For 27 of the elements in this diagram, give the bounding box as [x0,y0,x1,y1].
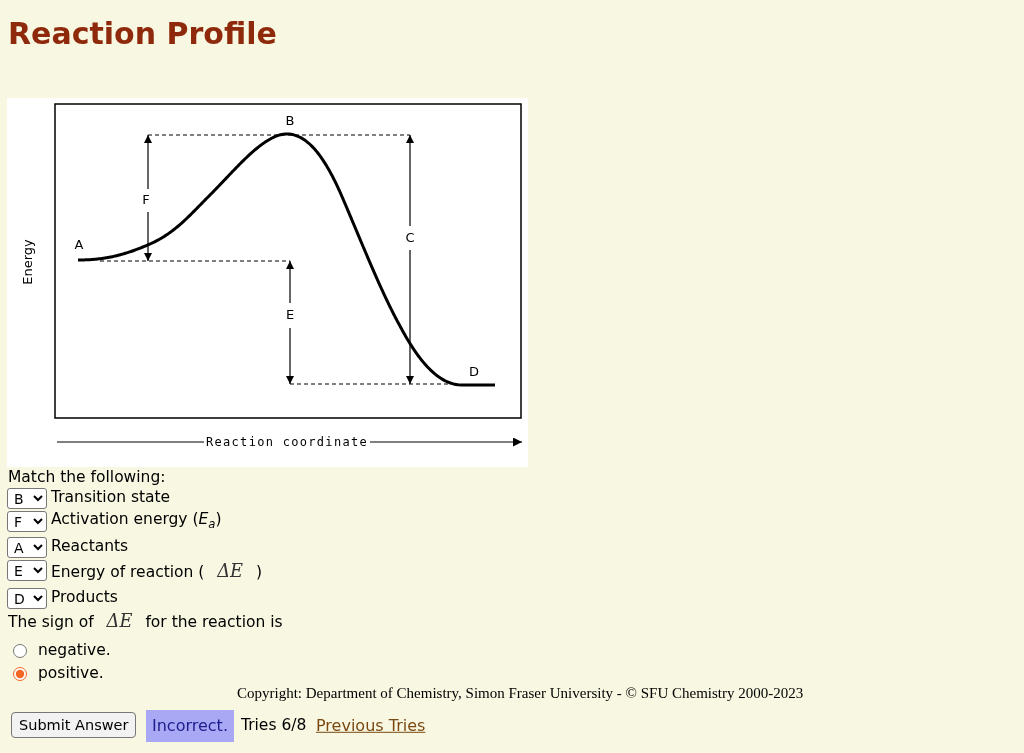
tries-counter: Tries 6/8 [241,717,307,735]
point-label: B [285,113,295,129]
answer-select: D [7,588,47,609]
submit-button: Submit Answer [11,712,137,738]
previous-tries-link: Previous Tries [316,716,426,736]
answer-select: B [7,488,47,509]
question-text: The sign of ΔE for the reaction is [8,610,283,632]
match-item-text: Energy of reaction ( ΔE ) [51,560,263,582]
answer-select: F [7,511,47,532]
answer-select: A [7,537,47,558]
point-label: A [74,237,84,253]
match-item-text: Activation energy (E$_{a}$) [51,510,222,532]
match-item-text: Transition state [51,489,171,507]
point-label: D [469,364,479,380]
instruction-text: Match the following: [8,469,166,487]
option-label: negative. [38,642,111,660]
feedback-message: Incorrect. [146,710,234,742]
axis-title: Energy [20,239,36,285]
answer-select: E [7,560,47,581]
dimension-label: F [142,192,150,208]
match-item-text: Reactants [51,538,129,556]
page-title: Reaction Profile [8,17,277,52]
copyright-notice: Copyright: Department of Chemistry, Simon Fraser University - © SFU Chemistry 2000-2023 [237,685,804,703]
match-item-text: Products [51,589,118,607]
dimension-label: E [285,307,295,323]
option-label: positive. [38,665,104,683]
dimension-label: C [405,230,415,246]
